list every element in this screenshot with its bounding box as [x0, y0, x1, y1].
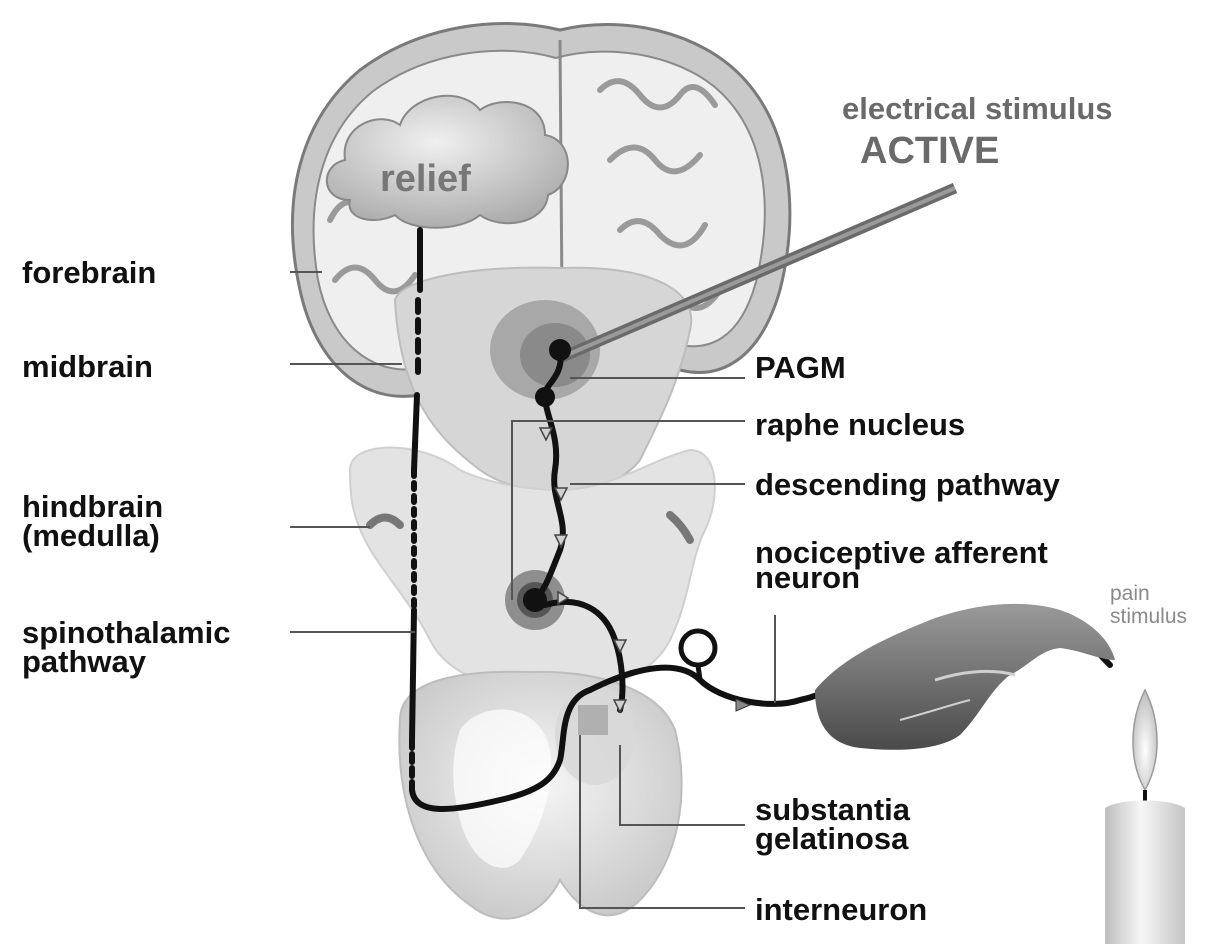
label-spinothalamic-line2: pathway: [22, 647, 230, 676]
label-spinothalamic-line1: spinothalamic: [22, 618, 230, 647]
label-stimulus-active: ACTIVE: [860, 134, 999, 168]
label-hindbrain-line2: (medulla): [22, 521, 163, 550]
label-raphe-nucleus: raphe nucleus: [755, 410, 965, 439]
label-interneuron: interneuron: [755, 895, 927, 924]
label-substantia-line2: gelatinosa: [755, 824, 910, 853]
label-forebrain: forebrain: [22, 258, 156, 287]
hand-illustration: [815, 604, 1115, 750]
candle-illustration: [1105, 690, 1185, 944]
label-hindbrain: hindbrain (medulla): [22, 492, 163, 550]
label-nociceptive-afferent-neuron: nociceptive afferent neuron: [755, 538, 1048, 592]
label-substantia-gelatinosa: substantia gelatinosa: [755, 795, 910, 853]
label-electrical-stimulus: electrical stimulus: [842, 94, 1113, 123]
label-pain-stimulus: pain stimulus: [1110, 582, 1187, 628]
label-hindbrain-line1: hindbrain: [22, 492, 163, 521]
label-midbrain: midbrain: [22, 352, 153, 381]
label-pain-line2: stimulus: [1110, 605, 1187, 628]
label-descending-pathway: descending pathway: [755, 470, 1060, 499]
spinal-cord-shape: [399, 672, 681, 919]
label-spinothalamic-pathway: spinothalamic pathway: [22, 618, 230, 676]
label-relief: relief: [380, 160, 471, 198]
label-pain-line1: pain: [1110, 582, 1187, 605]
label-pagm: PAGM: [755, 353, 846, 382]
label-substantia-line1: substantia: [755, 795, 910, 824]
